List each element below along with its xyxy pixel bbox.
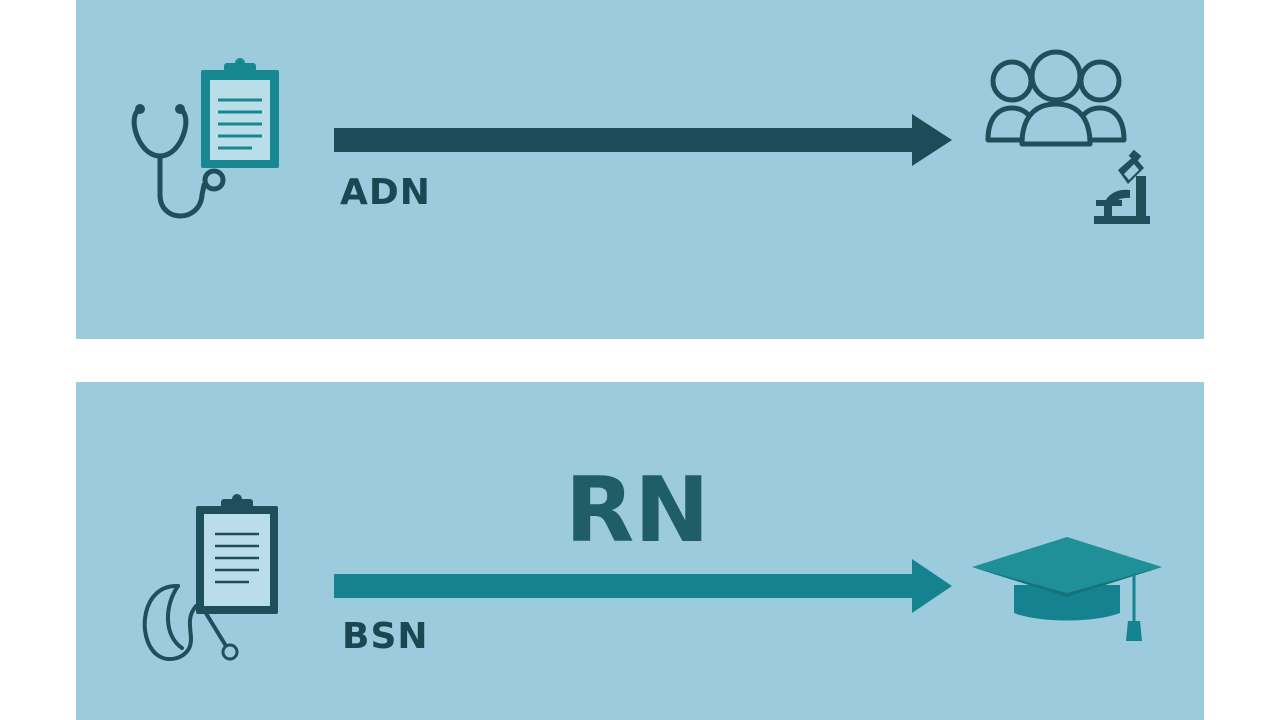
adn-label: ADN [340, 172, 431, 213]
people-group-icon [985, 49, 1127, 147]
graduation-cap-icon [972, 537, 1162, 641]
bsn-label: BSN [342, 616, 429, 657]
stethoscope-icon [131, 104, 226, 219]
progression-arrow [334, 114, 952, 166]
rn-title: RN [565, 458, 710, 563]
stethoscope-icon [142, 583, 239, 662]
clipboard-icon [201, 58, 279, 168]
adn-pathway-panel: ADN [76, 0, 1204, 339]
clipboard-icon [196, 494, 278, 614]
bsn-pathway-panel: RN BSN [76, 382, 1204, 720]
microscope-icon [1094, 150, 1150, 224]
progression-arrow [334, 559, 952, 613]
